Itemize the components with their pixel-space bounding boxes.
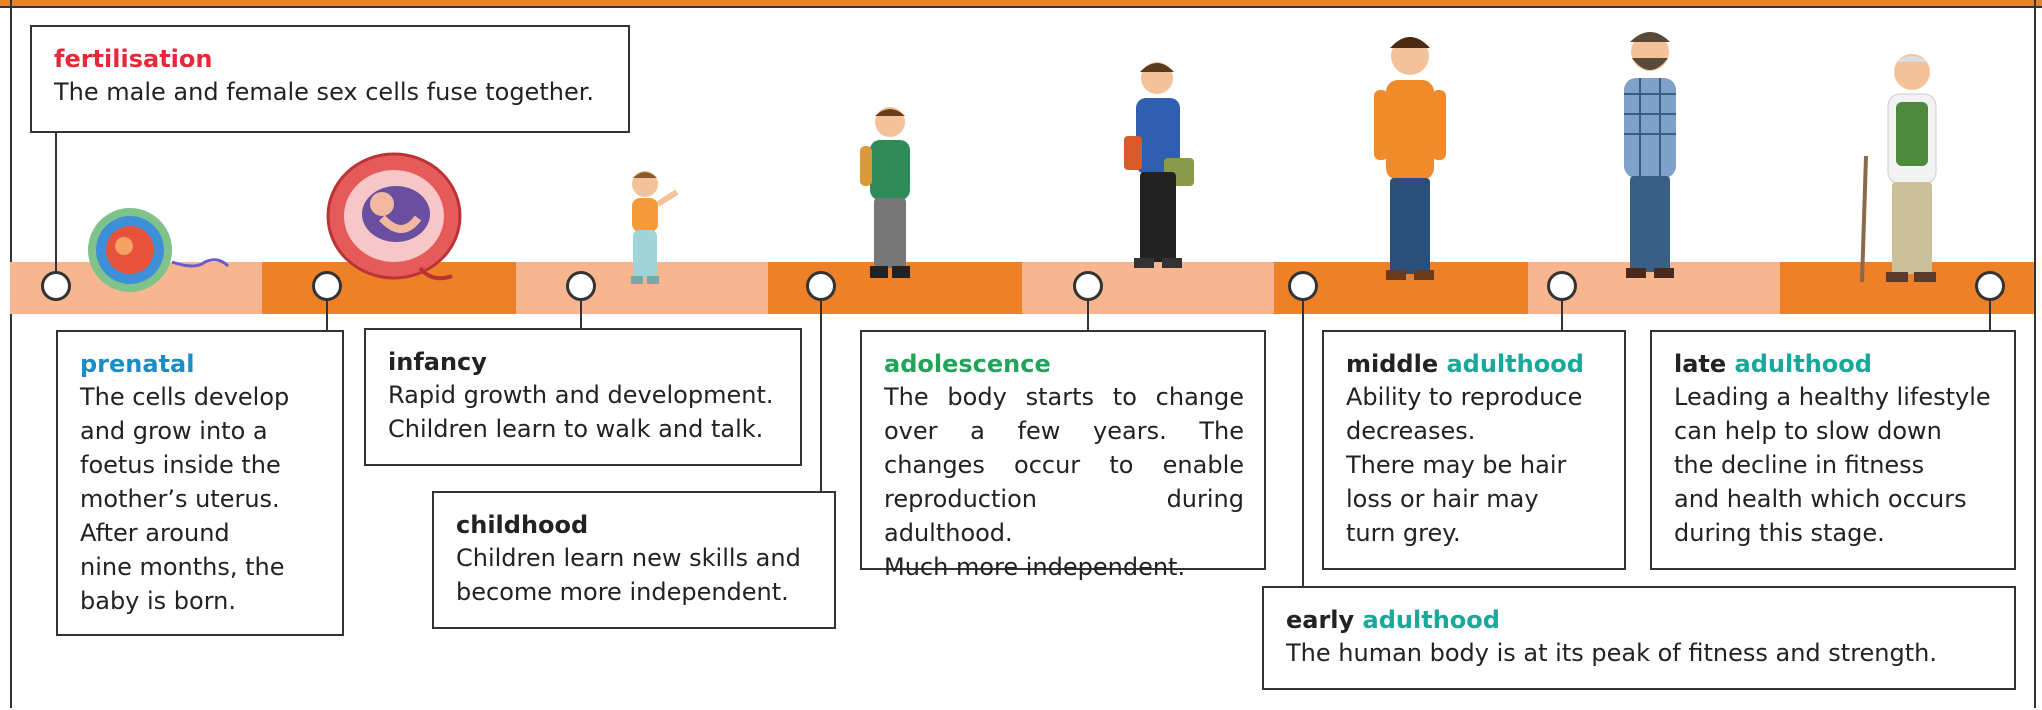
- diagram-frame: [10, 0, 2036, 708]
- stage-title-word: prenatal: [80, 350, 195, 378]
- connector-line: [820, 300, 822, 493]
- stage-title: prenatal: [80, 348, 322, 380]
- stage-title: early adulthood: [1286, 604, 1994, 636]
- connector-line: [326, 300, 328, 330]
- stage-box-infancy: infancy Rapid growth and development. Ch…: [364, 328, 802, 466]
- teen-illustration: [1124, 62, 1194, 268]
- stage-box-fertilisation: fertilisation The male and female sex ce…: [30, 25, 630, 133]
- connector-line: [55, 132, 57, 272]
- stage-title-word: fertilisation: [54, 45, 213, 73]
- connector-line: [580, 300, 582, 330]
- stage-title: late adulthood: [1674, 348, 1994, 380]
- stage-title-word: early: [1286, 606, 1355, 634]
- timeline-dot: [806, 271, 836, 301]
- band-segment: [1022, 262, 1274, 314]
- stage-box-childhood: childhood Children learn new skills and …: [432, 491, 836, 629]
- timeline-dot: [1288, 271, 1318, 301]
- stage-box-late-adulthood: late adulthood Leading a healthy lifesty…: [1650, 330, 2016, 570]
- middle-aged-man-illustration: [1624, 32, 1676, 278]
- stage-title-word: adulthood: [1354, 606, 1500, 634]
- toddler-illustration: [631, 171, 679, 284]
- timeline-dot: [1547, 271, 1577, 301]
- stage-title-word: infancy: [388, 348, 487, 376]
- stage-description: Rapid growth and development. Children l…: [388, 381, 774, 443]
- timeline-dot: [1975, 271, 2005, 301]
- young-adult-illustration: [1374, 37, 1446, 280]
- stage-description: Ability to reproduce decreases. There ma…: [1346, 383, 1583, 547]
- stage-title: adolescence: [884, 348, 1244, 380]
- stage-box-adolescence: adolescence The body starts to change ov…: [860, 330, 1266, 581]
- foetus-in-uterus-illustration: [326, 152, 462, 281]
- stage-box-prenatal: prenatal The cells develop and grow into…: [56, 330, 344, 636]
- stage-box-early-adulthood: early adulthood The human body is at its…: [1262, 586, 2016, 690]
- stage-title: infancy: [388, 346, 780, 378]
- top-border: [0, 0, 2042, 8]
- child-illustration: [860, 107, 910, 278]
- zygote-illustration: [88, 208, 230, 292]
- stage-title-word: adulthood: [1438, 350, 1584, 378]
- timeline-dot: [41, 271, 71, 301]
- stage-title-word: adulthood: [1726, 350, 1872, 378]
- connector-line: [1087, 300, 1089, 332]
- stage-title-word: childhood: [456, 511, 589, 539]
- stage-title-word: middle: [1346, 350, 1439, 378]
- stage-description: Children learn new skills and become mor…: [456, 544, 801, 606]
- stage-title-word: adolescence: [884, 350, 1051, 378]
- stage-box-middle-adulthood: middle adulthood Ability to reproduce de…: [1322, 330, 1626, 570]
- stage-title: middle adulthood: [1346, 348, 1604, 380]
- stage-description: The cells develop and grow into a foetus…: [80, 383, 290, 615]
- timeline-dot: [1073, 271, 1103, 301]
- stage-description: The male and female sex cells fuse toget…: [54, 78, 594, 106]
- elderly-man-illustration: [1860, 54, 1937, 283]
- stage-title: fertilisation: [54, 43, 608, 75]
- connector-line: [1561, 300, 1563, 332]
- stage-title-word: late: [1674, 350, 1727, 378]
- stage-description: The human body is at its peak of fitness…: [1286, 639, 1937, 667]
- stage-title: childhood: [456, 509, 814, 541]
- timeline-dot: [312, 271, 342, 301]
- connector-line: [1989, 300, 1991, 332]
- connector-line: [1302, 300, 1304, 588]
- timeline-dot: [566, 271, 596, 301]
- stage-description: The body starts to change over a few yea…: [884, 383, 1244, 581]
- stage-description: Leading a healthy lifestyle can help to …: [1674, 383, 1991, 547]
